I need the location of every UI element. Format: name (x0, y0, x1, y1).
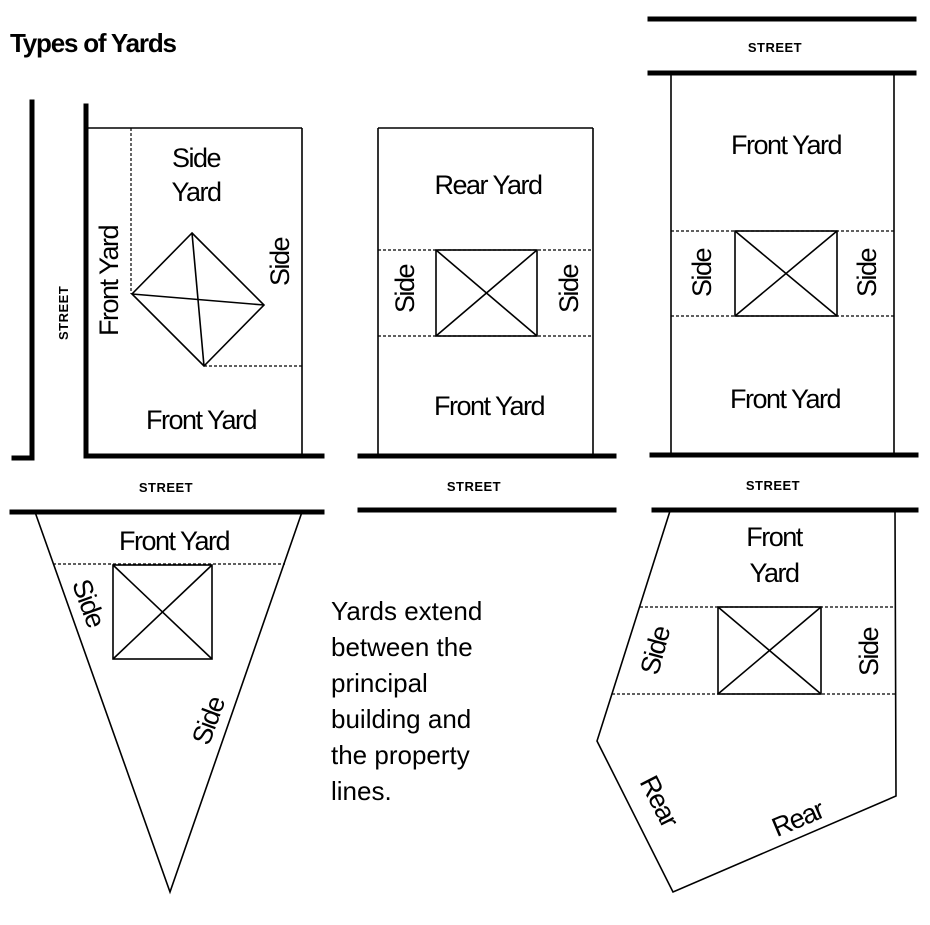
side-yard-label: Side (635, 623, 677, 678)
note-line: Yards extend (331, 596, 482, 626)
side-yard-label: Side (66, 575, 111, 631)
principal-building (435, 249, 538, 337)
explanatory-note: Yards extend between the principal build… (331, 596, 482, 806)
front-yard-label: Front Yard (119, 526, 230, 556)
front-yard-label: Front (746, 522, 804, 552)
through-lot: STREET Front Yard Side Side Front Yard S… (647, 16, 919, 493)
corner-lot: STREET Side Yard Front Yard Side Front Y… (11, 99, 325, 495)
lot-lines (34, 511, 303, 895)
lot-lines (596, 510, 897, 894)
side-yard-label: Yard (171, 177, 221, 207)
note-line: building and (331, 704, 471, 734)
interior-lot: Rear Yard Side Side Front Yard STREET (357, 127, 617, 513)
front-yard-label: Front Yard (731, 130, 842, 160)
principal-building (734, 230, 838, 317)
street-label-bottom: STREET (139, 480, 193, 495)
side-yard-label: Side (265, 238, 295, 287)
side-yard-label: Side (186, 693, 231, 749)
side-yard-label: Side (852, 249, 882, 298)
side-yard-label: Side (554, 265, 584, 314)
street-label-left: STREET (56, 286, 71, 340)
street-label-bottom: STREET (746, 478, 800, 493)
side-yard-label: Side (390, 265, 420, 314)
note-line: between the (331, 632, 473, 662)
building-diagonal (734, 230, 838, 317)
triangular-lot: Front Yard Side Side (9, 509, 325, 895)
note-line: lines. (331, 776, 392, 806)
front-yard-label: Front Yard (730, 384, 841, 414)
front-yard-label: Yard (749, 558, 799, 588)
front-yard-label: Front Yard (146, 405, 257, 435)
building-diagonal (112, 564, 213, 660)
rear-yard-label: Rear Yard (434, 170, 542, 200)
side-yard-label: Side (172, 143, 221, 173)
note-line: the property (331, 740, 470, 770)
side-yard-label: Side (854, 628, 884, 677)
street-label-bottom: STREET (447, 479, 501, 494)
building-diagonal (435, 249, 538, 337)
building-diagonal (717, 606, 822, 695)
side-yard-label: Side (687, 249, 717, 298)
rear-yard-label: Rear (767, 794, 828, 843)
principal-building (717, 606, 822, 695)
building-diagonal (131, 293, 265, 306)
note-line: principal (331, 668, 428, 698)
street-label-top: STREET (748, 40, 802, 55)
rear-yard-label: Rear (634, 771, 685, 833)
diagram-title: Types of Yards (10, 28, 176, 58)
front-yard-label: Front Yard (94, 225, 124, 336)
front-yard-label: Front Yard (434, 391, 545, 421)
irregular-lot: Front Yard Side Side Rear Rear (577, 507, 919, 894)
principal-building (112, 564, 213, 660)
